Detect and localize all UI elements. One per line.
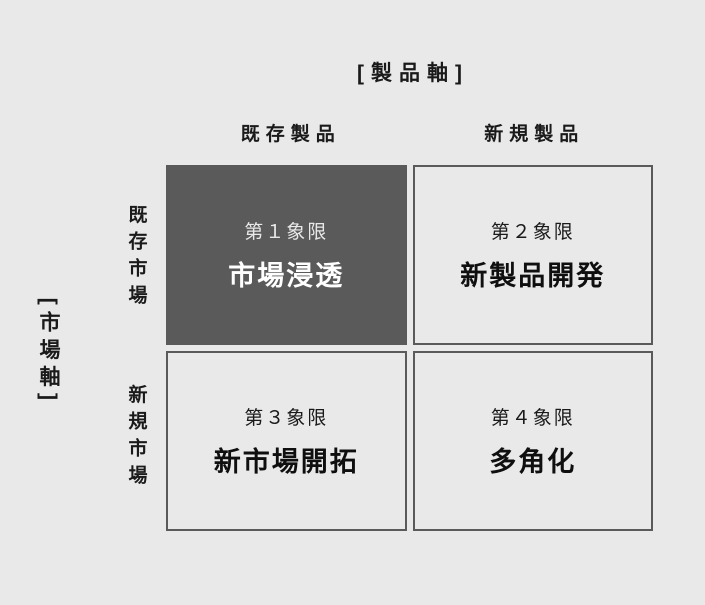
quadrant-3-name: 新市場開拓 (213, 447, 359, 477)
quadrant-4-label: 第４象限 (490, 408, 575, 429)
column-headers: 既存製品 新規製品 (166, 119, 653, 146)
quadrant-1-name: 市場浸透 (228, 261, 345, 291)
quadrant-4-diversification: 第４象限 多角化 (412, 351, 653, 531)
market-axis-title: [市場軸] (37, 297, 60, 407)
row-header-existing-market: 既存市場 (125, 204, 147, 312)
column-header-new-product: 新規製品 (484, 124, 585, 145)
quadrant-4-name: 多角化 (489, 447, 577, 477)
quadrant-1-label: 第１象限 (244, 222, 329, 243)
quadrant-2-new-product-development: 第２象限 新製品開発 (412, 165, 653, 345)
matrix-grid: 第１象限 市場浸透 第２象限 新製品開発 第３象限 新市場開拓 第４象限 多角化 (166, 165, 653, 531)
column-header-existing-product: 既存製品 (240, 124, 341, 145)
quadrant-2-label: 第２象限 (490, 222, 575, 243)
row-header-new-market: 新規市場 (125, 384, 147, 492)
quadrant-3-new-market-development: 第３象限 新市場開拓 (166, 351, 407, 531)
product-axis-title: [製品軸] (357, 62, 469, 85)
quadrant-3-label: 第３象限 (244, 408, 329, 429)
quadrant-2-name: 新製品開発 (460, 261, 606, 291)
quadrant-1-market-penetration: 第１象限 市場浸透 (166, 165, 407, 345)
